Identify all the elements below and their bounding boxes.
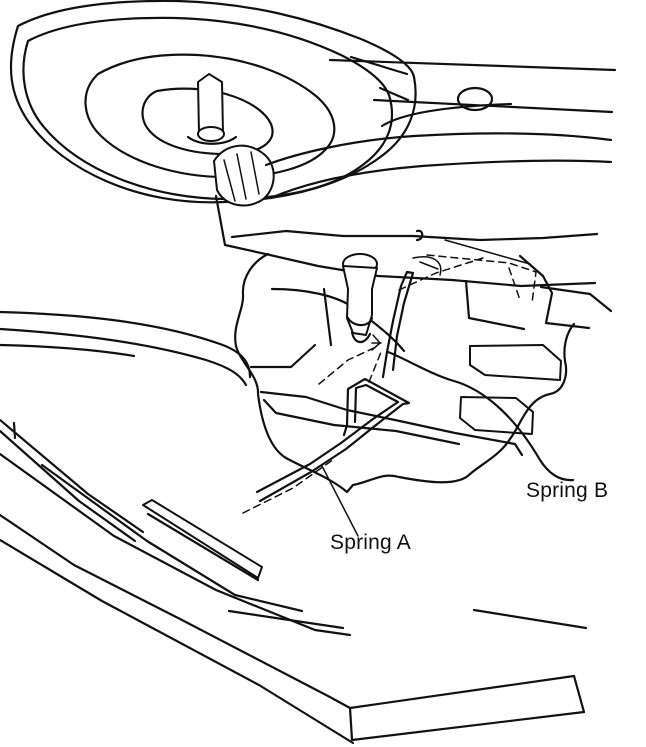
platter-assembly <box>9 0 617 288</box>
base-and-control <box>0 310 588 745</box>
spring-a-label: Spring A <box>330 531 411 554</box>
springs-and-post <box>242 253 575 537</box>
spindle-and-tonearm <box>186 73 613 207</box>
deck-and-bracket <box>398 254 613 435</box>
spring-b-label: Spring B <box>526 479 609 502</box>
